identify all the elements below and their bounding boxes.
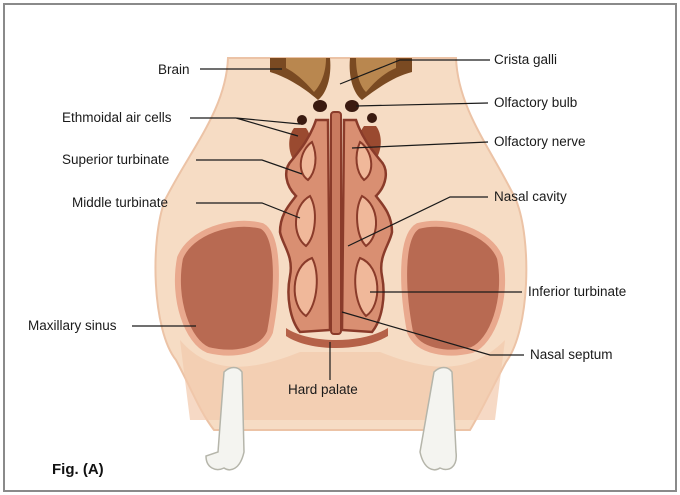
label-inferior-turbinate: Inferior turbinate — [528, 284, 626, 299]
label-superior-turbinate: Superior turbinate — [62, 152, 169, 167]
label-crista-galli: Crista galli — [494, 52, 557, 67]
label-ethmoidal-air-cells: Ethmoidal air cells — [62, 110, 172, 125]
label-middle-turbinate: Middle turbinate — [72, 195, 168, 210]
nasal-septum — [331, 112, 341, 334]
ethmoid-dot — [367, 113, 377, 123]
maxillary-sinus-left — [178, 224, 276, 353]
label-hard-palate: Hard palate — [288, 382, 358, 397]
label-olfactory-bulb: Olfactory bulb — [494, 95, 577, 110]
maxillary-sinus-right — [404, 224, 502, 353]
olfactory-bulb-left — [313, 100, 327, 112]
figure-label: Fig. (A) — [52, 461, 104, 478]
label-brain: Brain — [158, 62, 190, 77]
label-maxillary-sinus: Maxillary sinus — [28, 318, 117, 333]
label-nasal-septum: Nasal septum — [530, 347, 613, 362]
label-nasal-cavity: Nasal cavity — [494, 189, 567, 204]
label-olfactory-nerve: Olfactory nerve — [494, 134, 586, 149]
